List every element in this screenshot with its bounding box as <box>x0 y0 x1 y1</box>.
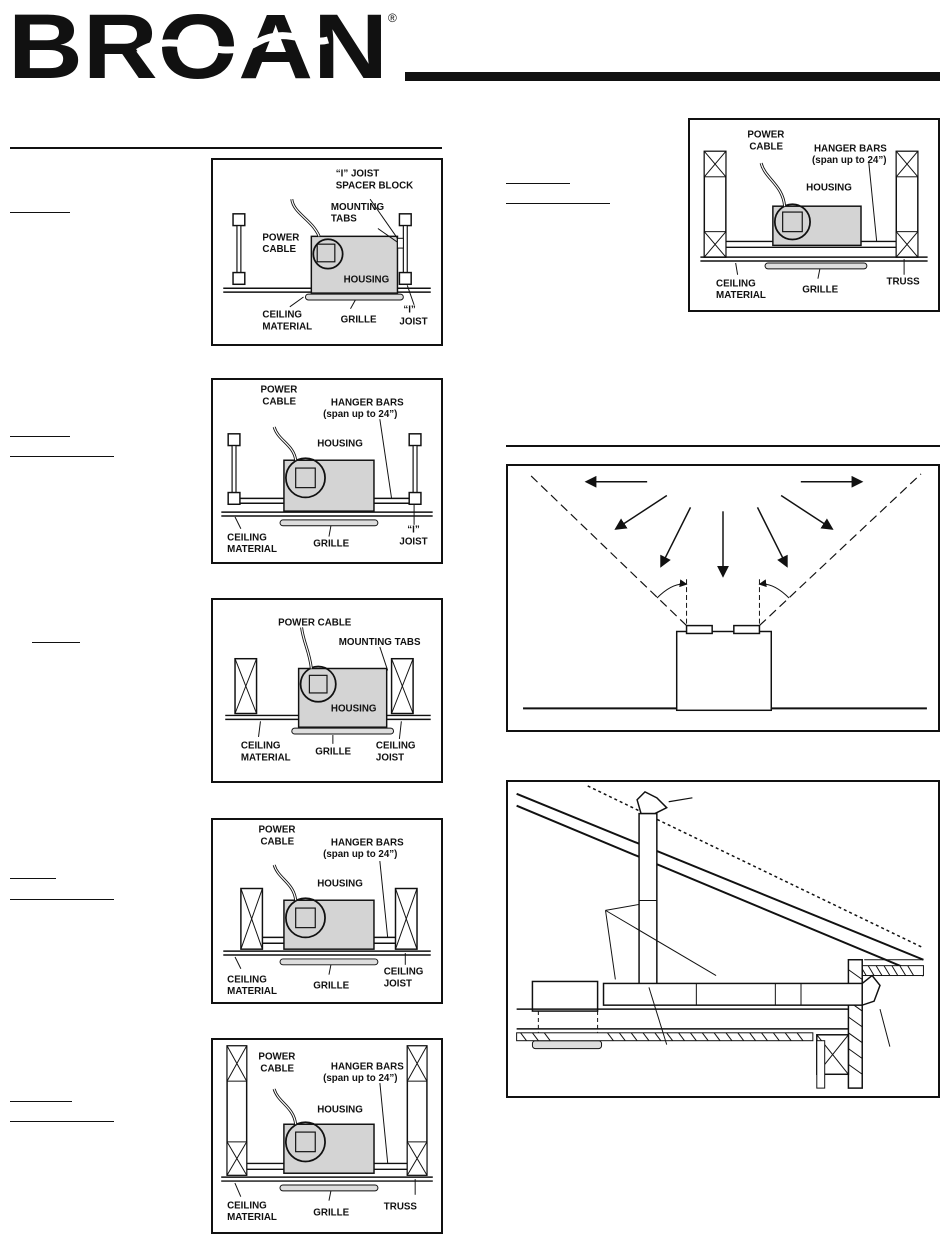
underline-mark <box>10 1121 114 1122</box>
label-ceiling-joist-2: JOIST <box>384 978 412 989</box>
label-housing: HOUSING <box>317 439 363 450</box>
underline-mark <box>506 203 610 204</box>
label-power-cable-2: CABLE <box>262 244 296 255</box>
label-power-cable-2: CABLE <box>262 396 296 407</box>
label-ceiling-material-2: MATERIAL <box>241 752 291 763</box>
figure-roof-duct-installation <box>506 780 940 1098</box>
label-grille: GRILLE <box>313 980 349 991</box>
label-power-cable-2: CABLE <box>260 1063 294 1074</box>
label-power-cable-1: POWER <box>258 1052 295 1063</box>
label-ceiling-material-2: MATERIAL <box>227 986 277 997</box>
label-grille: GRILLE <box>341 314 377 325</box>
underline-mark <box>10 436 70 437</box>
label-ceiling-material-1: CEILING <box>227 1200 267 1211</box>
label-power-cable-2: CABLE <box>749 141 783 152</box>
label-ceiling-material-2: MATERIAL <box>716 290 766 301</box>
section-rule-left <box>10 147 442 149</box>
label-ceiling-material-1: CEILING <box>227 974 267 985</box>
label-ceiling-joist-1: CEILING <box>376 741 416 752</box>
section-rule-right <box>506 445 940 447</box>
label-housing: HOUSING <box>317 879 363 890</box>
label-hanger-bars-1: HANGER BARS <box>331 1061 404 1072</box>
label-grille: GRILLE <box>802 284 838 295</box>
label-ceiling-material-2: MATERIAL <box>262 321 312 332</box>
figure-ceiling-joist-hanger-bars: POWER CABLE HANGER BARS (span up to 24”)… <box>211 818 443 1004</box>
label-ceiling-material-1: CEILING <box>227 532 267 543</box>
label-ceiling-material-2: MATERIAL <box>227 1212 277 1223</box>
label-i-joist-1: “I” <box>403 305 416 316</box>
underline-mark <box>10 1101 72 1102</box>
underline-mark <box>32 642 80 643</box>
underline-mark <box>10 878 56 879</box>
header-rule <box>405 72 940 81</box>
label-power-cable-2: CABLE <box>260 836 294 847</box>
label-truss: TRUSS <box>886 277 920 288</box>
label-housing: HOUSING <box>344 274 390 285</box>
label-housing: HOUSING <box>331 704 377 715</box>
figure-ceiling-joist-mounting-tabs: POWER CABLE MOUNTING TABS HOUSING CEILIN… <box>211 598 443 783</box>
label-truss: TRUSS <box>384 1201 418 1212</box>
label-hanger-bars-2: (span up to 24”) <box>323 409 397 420</box>
label-grille: GRILLE <box>315 747 351 758</box>
underline-mark <box>506 183 570 184</box>
label-grille: GRILLE <box>313 1207 349 1218</box>
label-hanger-bars-2: (span up to 24”) <box>323 849 397 860</box>
label-ceiling-material-1: CEILING <box>241 741 281 752</box>
underline-mark <box>10 899 114 900</box>
label-i-joist-1: “I” <box>407 525 420 536</box>
label-mounting-tabs-1: MOUNTING <box>331 202 384 213</box>
label-ceiling-joist-2: JOIST <box>376 752 404 763</box>
label-power-cable-1: POWER <box>259 825 296 836</box>
label-power-cable-1: POWER <box>747 130 784 141</box>
label-hanger-bars-1: HANGER BARS <box>814 143 887 154</box>
label-hanger-bars-1: HANGER BARS <box>331 837 404 848</box>
label-ceiling-joist-1: CEILING <box>384 967 424 978</box>
label-ceiling-material-2: MATERIAL <box>227 544 277 555</box>
label-hanger-bars-2: (span up to 24”) <box>323 1073 397 1084</box>
figure-truss-hanger-bars-left: POWER CABLE HANGER BARS (span up to 24”)… <box>211 1038 443 1234</box>
label-mounting-tabs: MOUNTING TABS <box>339 637 421 648</box>
label-joist-spacer-1: “I” JOIST <box>336 169 379 180</box>
label-hanger-bars-2: (span up to 24”) <box>812 155 886 166</box>
underline-mark <box>10 212 70 213</box>
figure-truss-hanger-bars-right: POWER CABLE HANGER BARS (span up to 24”)… <box>688 118 940 312</box>
label-housing: HOUSING <box>317 1104 363 1115</box>
label-power-cable: POWER CABLE <box>278 617 352 628</box>
label-i-joist-2: JOIST <box>399 536 427 547</box>
label-housing: HOUSING <box>806 183 852 194</box>
label-grille: GRILLE <box>313 538 349 549</box>
label-ceiling-material-1: CEILING <box>716 278 756 289</box>
label-i-joist-2: JOIST <box>399 316 427 327</box>
broan-logo: BROAN ® <box>8 6 397 86</box>
figure-airflow-pattern <box>506 464 940 732</box>
underline-mark <box>10 456 114 457</box>
label-power-cable-1: POWER <box>260 385 297 396</box>
registered-mark: ® <box>388 11 397 25</box>
label-power-cable-1: POWER <box>262 232 299 243</box>
label-hanger-bars-1: HANGER BARS <box>331 397 404 408</box>
label-joist-spacer-2: SPACER BLOCK <box>336 180 413 191</box>
label-mounting-tabs-2: TABS <box>331 214 357 225</box>
figure-i-joist-mounting-tabs: “I” JOIST SPACER BLOCK MOUNTING TABS POW… <box>211 158 443 346</box>
figure-i-joist-hanger-bars: POWER CABLE HANGER BARS (span up to 24”)… <box>211 378 443 564</box>
label-ceiling-material-1: CEILING <box>262 310 302 321</box>
